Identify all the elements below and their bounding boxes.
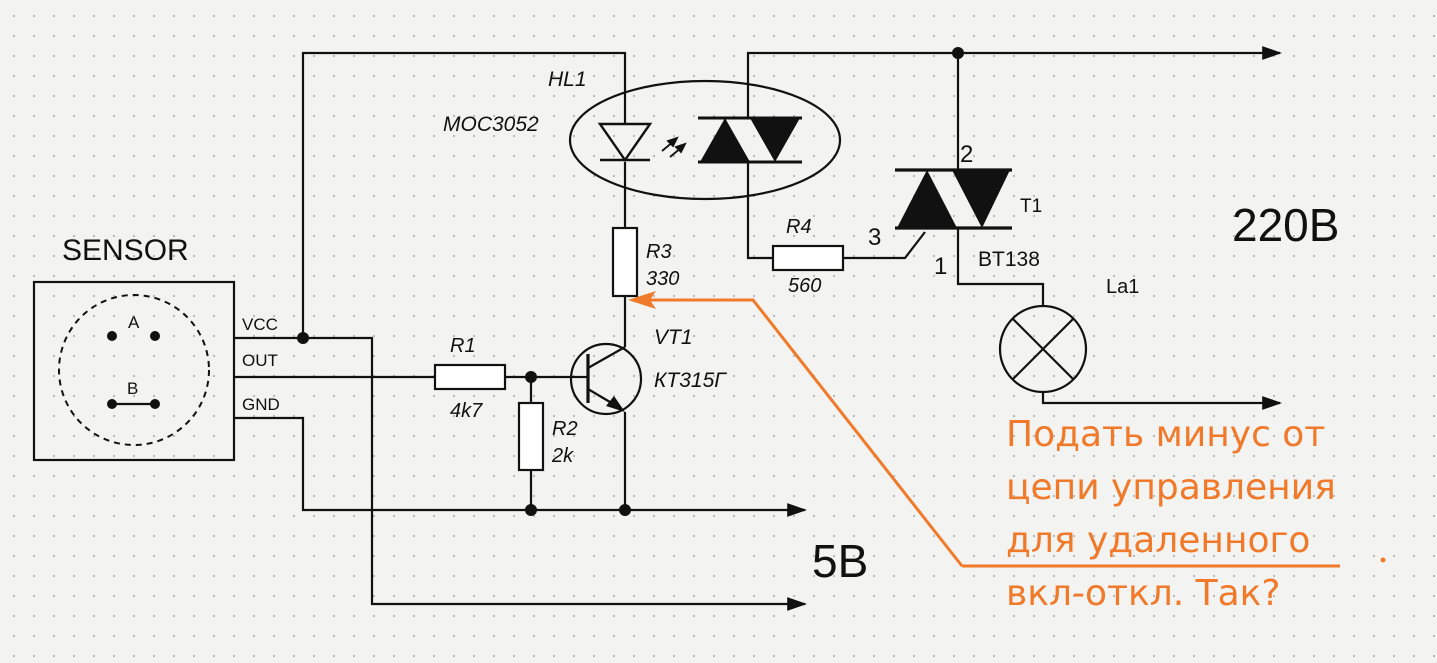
- wire-vcc-top: [301, 51, 627, 338]
- opto-triac-symbol-right: [750, 118, 800, 162]
- annotation-line-3: для удаленного: [1006, 520, 1311, 561]
- junctions: [297, 47, 964, 516]
- resistor-r2: R2 2k: [517, 401, 578, 472]
- annotation-arrowhead-icon: [628, 291, 656, 309]
- emitter-arrow-icon: [606, 396, 625, 412]
- label-5v: 5В: [812, 535, 868, 587]
- wire-triac-to-lamp: [956, 228, 1045, 306]
- hl1-part: MOC3052: [443, 113, 539, 136]
- t1-pin2: 2: [960, 141, 973, 168]
- r1-ref: R1: [450, 335, 476, 357]
- wire-220v-bottom-rail: [1041, 392, 1282, 410]
- pin-vcc-label: VCC: [242, 315, 278, 334]
- opto-triac-symbol-left: [700, 118, 750, 162]
- t1-ref: T1: [1020, 196, 1042, 217]
- wire-r4-to-gate: [843, 231, 926, 260]
- r2-ref: R2: [552, 418, 578, 440]
- transistor-outline: [569, 342, 643, 416]
- resistor-r3: R3 330: [611, 226, 679, 298]
- annotation-line-2: цепи управления: [1006, 467, 1336, 508]
- junction-r2-gnd: [525, 504, 537, 516]
- contact-a-left: [107, 331, 117, 341]
- r4-value: 560: [788, 275, 821, 297]
- optocoupler-hl1: HL1 MOC3052: [443, 68, 842, 201]
- annotation-arrow: [628, 291, 1386, 568]
- contact-b-label: B: [127, 379, 138, 398]
- annotation-line-1: Подать минус от: [1006, 414, 1326, 455]
- annotation-line-4: вкл-откл. Так?: [1006, 573, 1281, 614]
- sensor-title: SENSOR: [62, 234, 189, 267]
- wire-5v-positive-rail: [303, 336, 807, 611]
- light-arrows-icon: [661, 136, 687, 158]
- junction-220v: [952, 47, 964, 59]
- triac-symbol-left: [897, 170, 957, 228]
- wire-220v-top-rail: [746, 46, 1282, 118]
- label-220v: 220В: [1232, 199, 1339, 251]
- transistor-vt1: VT1 КТ315Г: [569, 326, 727, 416]
- junction-vcc: [297, 332, 309, 344]
- annotation-stray-mark: [1380, 557, 1386, 563]
- junction-base: [525, 371, 537, 383]
- r2-value: 2k: [551, 445, 574, 467]
- sensor-dashed-circle: [58, 294, 210, 446]
- wire-gnd-rail: [234, 416, 807, 517]
- annotation-note: Подать минус от цепи управления для удал…: [1006, 408, 1426, 620]
- contact-a-label: A: [128, 313, 140, 332]
- sensor-box: [32, 280, 236, 462]
- vt1-part: КТ315Г: [654, 369, 727, 392]
- r3-value: 330: [646, 268, 679, 290]
- wire-opto-to-r4: [746, 162, 773, 260]
- hl1-ref: HL1: [548, 68, 587, 91]
- annotation-pointer-line: [640, 298, 964, 567]
- la1-ref: La1: [1106, 276, 1139, 298]
- lamp-icon: [998, 304, 1088, 394]
- vt1-ref: VT1: [654, 326, 693, 349]
- triac-symbol-right: [952, 170, 1010, 228]
- triac-t1: 2 3 1 T1 BT138: [868, 141, 1042, 280]
- wires: [234, 46, 1282, 611]
- r3-ref: R3: [646, 241, 672, 263]
- pin-out-label: OUT: [242, 351, 278, 370]
- led-symbol: [597, 122, 653, 163]
- optocoupler-outline: [568, 79, 842, 201]
- t1-part: BT138: [978, 248, 1040, 271]
- contact-a-right: [150, 331, 160, 341]
- r4-ref: R4: [786, 216, 812, 238]
- sensor-module: A B SENSOR VCC OUT GND: [32, 234, 280, 462]
- lamp-la1: La1: [998, 276, 1139, 394]
- junction-emitter-gnd: [619, 504, 631, 516]
- t1-pin1: 1: [934, 253, 947, 280]
- r1-value: 4k7: [450, 400, 483, 422]
- t1-pin3: 3: [868, 224, 881, 251]
- pin-gnd-label: GND: [242, 395, 280, 414]
- resistor-r4: R4 560: [771, 216, 845, 297]
- resistor-r1: R1 4k7: [433, 335, 507, 422]
